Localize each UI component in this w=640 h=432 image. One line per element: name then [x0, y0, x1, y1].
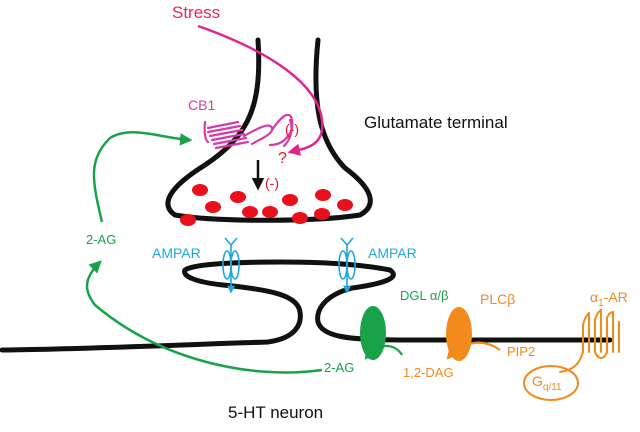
ampar-right-receptor [338, 237, 356, 294]
vesicle [315, 189, 331, 201]
two-ag-left-label: 2-AG [86, 232, 116, 247]
glutamate-vesicles [180, 184, 353, 226]
dag-label: 1,2-DAG [403, 365, 454, 380]
vesicle [337, 199, 353, 211]
vesicle [205, 201, 221, 213]
vesicle [192, 184, 208, 196]
vesicle [242, 206, 258, 218]
glutamate-terminal-label: Glutamate terminal [364, 113, 508, 132]
vesicle [230, 191, 246, 203]
dgl-label: DGL α/β [400, 288, 448, 303]
ampar-right-label: AMPAR [368, 245, 417, 261]
plc-beta-enzyme [446, 307, 472, 361]
ampar-left-label: AMPAR [152, 245, 201, 261]
plc-beta-label: PLCβ [480, 291, 515, 307]
serotonin-neuron-label: 5-HT neuron [228, 403, 323, 422]
two-ag-lower-arrow [85, 260, 323, 374]
cb1-label: CB1 [188, 97, 215, 113]
pip2-label: PIP2 [507, 344, 535, 359]
vesicle [292, 212, 308, 224]
stress-arrow [197, 24, 324, 156]
release-inhibition-label: (-) [265, 175, 279, 191]
ampar-left-receptor [222, 237, 240, 294]
two-ag-bottom-label: 2-AG [324, 360, 354, 375]
stress-label: Stress [172, 3, 220, 22]
alpha1-ar-label: α1-AR [590, 289, 628, 309]
vesicle [282, 194, 298, 206]
two-ag-upper-arrow [92, 131, 193, 223]
gq11-label: Gq/11 [532, 373, 562, 393]
serotonin-neuron-membrane [0, 259, 613, 353]
plc-product-arrow [446, 341, 501, 360]
vesicle [262, 206, 278, 218]
vesicle [314, 208, 330, 220]
cb1-receptor [203, 113, 294, 150]
dgl-product-arrow [364, 344, 403, 360]
gq11-protein [523, 365, 579, 401]
stress-question-label: ? [278, 150, 287, 167]
alpha1-ar-receptor [559, 309, 620, 373]
vesicle [180, 214, 196, 226]
cb1-inhibition-label: (-) [285, 121, 299, 137]
